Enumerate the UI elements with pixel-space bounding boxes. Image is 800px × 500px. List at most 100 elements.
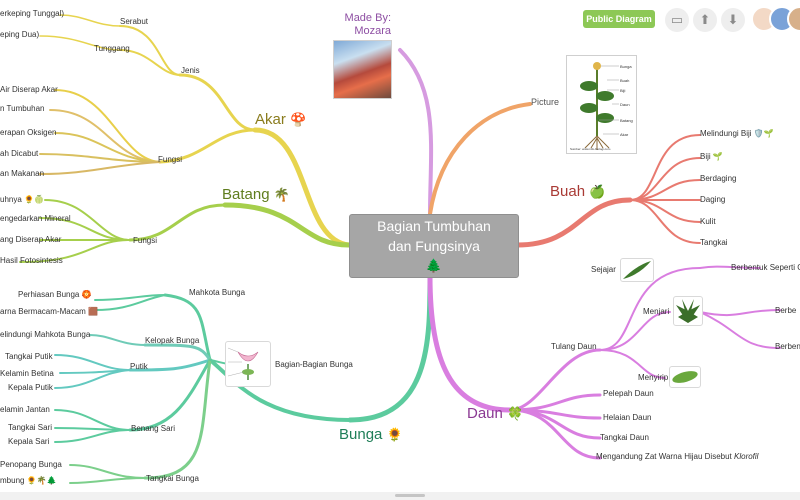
bunga-mahkota-item[interactable]: Perhiasan Bunga 🏵️ — [18, 290, 92, 299]
bunga-bagian[interactable]: Bagian-Bagian Bunga — [275, 360, 353, 369]
parallel-leaf-illustration — [623, 261, 651, 279]
plant-diagram-image[interactable]: Bunga Buah Biji Daun Batang Akar Sumber:… — [566, 55, 637, 154]
diagram-label-buah: Buah — [620, 78, 629, 83]
diagram-label-biji: Biji — [620, 88, 625, 93]
presentation-icon[interactable]: ▭ — [665, 8, 689, 32]
akar-serabut-desc[interactable]: erkeping Tunggal) — [0, 9, 65, 18]
author-line1: Made By: — [344, 12, 391, 24]
daun-klorofil-text: Mengandung Zat Warna Hijau Disebut — [596, 452, 734, 461]
central-topic-line1: Bagian Tumbuhan — [377, 218, 491, 234]
scrollbar-thumb[interactable] — [395, 494, 425, 497]
bunga-topic[interactable]: Bunga 🌻 — [339, 426, 403, 444]
bunga-putik-item[interactable]: Tangkai Putik — [5, 352, 53, 361]
akar-branches — [39, 14, 352, 248]
akar-label: Akar — [255, 111, 286, 128]
buah-topic[interactable]: Buah 🍏 — [550, 183, 605, 201]
bunga-benang-item[interactable]: elamin Jantan — [0, 405, 50, 414]
buah-item[interactable]: Daging — [700, 195, 726, 204]
akar-fungsi-item[interactable]: erapan Oksigen — [0, 128, 57, 137]
akar-fungsi-item[interactable]: an Makanan — [0, 169, 45, 178]
batang-fungsi-item[interactable]: ang Diserap Akar — [0, 235, 62, 244]
daun-item[interactable]: Helaian Daun — [603, 413, 652, 422]
buah-item[interactable]: Berdaging — [700, 174, 737, 183]
central-topic[interactable]: Bagian Tumbuhan dan Fungsinya 🌲 — [349, 214, 519, 278]
palm-tree-icon: 🌴 — [273, 187, 290, 202]
daun-item[interactable]: Pelepah Daun — [603, 389, 654, 398]
horizontal-scrollbar[interactable] — [0, 492, 800, 500]
palmate-leaf-image[interactable] — [673, 296, 703, 326]
author-line2: Mozara — [354, 25, 391, 37]
plant-illustration: Bunga Buah Biji Daun Batang Akar Sumber:… — [570, 62, 633, 151]
daun-topic[interactable]: Daun 🍀 — [467, 405, 523, 423]
bunga-kelopak-item[interactable]: elindungi Mahkota Bunga — [0, 330, 91, 339]
author-photo[interactable] — [333, 40, 392, 99]
daun-klorofil-word: Klorofil — [734, 452, 759, 461]
picture-label[interactable]: Picture — [531, 97, 560, 107]
akar-fungsi-item[interactable]: n Tumbuhan — [0, 104, 45, 113]
buah-item[interactable]: Biji 🌱 — [700, 152, 723, 161]
author-credit: Made By: Mozara — [339, 12, 391, 38]
bunga-tangkai-item[interactable]: mbung 🌻🌴🌲 — [0, 476, 57, 485]
daun-menyirip[interactable]: Menyirip — [638, 373, 669, 382]
daun-right-item[interactable]: Berbe — [775, 306, 797, 315]
bunga-tangkai-item[interactable]: Penopang Bunga — [0, 460, 62, 469]
daun-tulang[interactable]: Tulang Daun — [551, 342, 597, 351]
buah-item[interactable]: Melindungi Biji 🛡️🌱 — [700, 129, 774, 138]
buah-item[interactable]: Kulit — [700, 217, 716, 226]
akar-jenis[interactable]: Jenis — [181, 66, 200, 75]
bunga-putik-item[interactable]: Kepala Putik — [8, 383, 53, 392]
batang-fungsi-item[interactable]: engedarkan Mineral — [0, 214, 71, 223]
daun-sejajar[interactable]: Sejajar — [591, 265, 616, 274]
bunga-benang-item[interactable]: Kepala Sari — [8, 437, 50, 446]
bunga-mahkota[interactable]: Mahkota Bunga — [189, 288, 246, 297]
diagram-label-bunga: Bunga — [620, 64, 632, 69]
daun-menjari[interactable]: Menjari — [643, 307, 670, 316]
daun-klorofil[interactable]: Mengandung Zat Warna Hijau Disebut Kloro… — [596, 452, 758, 462]
pinnate-leaf-illustration — [672, 371, 698, 383]
daun-item[interactable]: Tangkai Daun — [600, 433, 649, 442]
bunga-label: Bunga — [339, 426, 383, 443]
akar-tunggang-desc[interactable]: eping Dua) — [0, 30, 40, 39]
flower-illustration — [227, 347, 259, 380]
green-apple-icon: 🍏 — [589, 184, 606, 199]
akar-tunggang[interactable]: Tunggang — [94, 44, 130, 53]
batang-fungsi[interactable]: Fungsi — [133, 236, 158, 245]
bunga-tangkai[interactable]: Tangkai Bunga — [146, 474, 199, 483]
buah-label: Buah — [550, 183, 586, 200]
clover-icon: 🍀 — [507, 406, 524, 421]
buah-branches — [514, 134, 701, 248]
batang-fungsi-item[interactable]: uhnya 🌻🍈 — [0, 195, 44, 204]
branch-author — [398, 48, 434, 216]
upload-icon[interactable]: ⬆ — [693, 8, 717, 32]
diagram-label-akar: Akar — [620, 132, 629, 137]
parallel-leaf-image[interactable] — [620, 258, 654, 282]
bunga-putik-item[interactable]: Kelamin Betina — [0, 369, 54, 378]
sunflower-icon: 🌻 — [386, 427, 403, 442]
bunga-benang[interactable]: Benang Sari — [131, 424, 176, 433]
akar-fungsi-item[interactable]: Air Diserap Akar — [0, 85, 58, 94]
batang-branches — [19, 199, 352, 263]
akar-fungsi[interactable]: Fungsi — [158, 155, 183, 164]
daun-branches — [427, 265, 781, 460]
daun-right-item[interactable]: Berben — [775, 342, 800, 351]
bunga-benang-item[interactable]: Tangkai Sari — [8, 423, 53, 432]
diagram-label-batang: Batang — [620, 118, 633, 123]
pinnate-leaf-image[interactable] — [669, 366, 701, 388]
bunga-putik[interactable]: Putik — [130, 362, 148, 371]
daun-label: Daun — [467, 405, 503, 422]
buah-item[interactable]: Tangkai — [700, 238, 728, 247]
bunga-mahkota-item[interactable]: arna Bermacam-Macam 🟫 — [0, 307, 98, 316]
akar-topic[interactable]: Akar 🍄 — [255, 111, 306, 129]
akar-serabut[interactable]: Serabut — [120, 17, 149, 26]
batang-topic[interactable]: Batang 🌴 — [222, 186, 290, 204]
palmate-leaf-illustration — [676, 299, 700, 323]
branch-picture — [428, 102, 532, 216]
daun-right-item[interactable]: Berbentuk Seperti G — [731, 263, 800, 272]
download-icon[interactable]: ⬇ — [721, 8, 745, 32]
bunga-kelopak[interactable]: Kelopak Bunga — [145, 336, 200, 345]
public-diagram-button[interactable]: Public Diagram — [583, 10, 655, 28]
mushroom-icon: 🍄 — [290, 112, 307, 127]
batang-fungsi-item[interactable]: Hasil Fotosintesis — [0, 256, 63, 265]
flower-parts-image[interactable] — [225, 341, 271, 387]
akar-fungsi-item[interactable]: ah Dicabut — [0, 149, 39, 158]
